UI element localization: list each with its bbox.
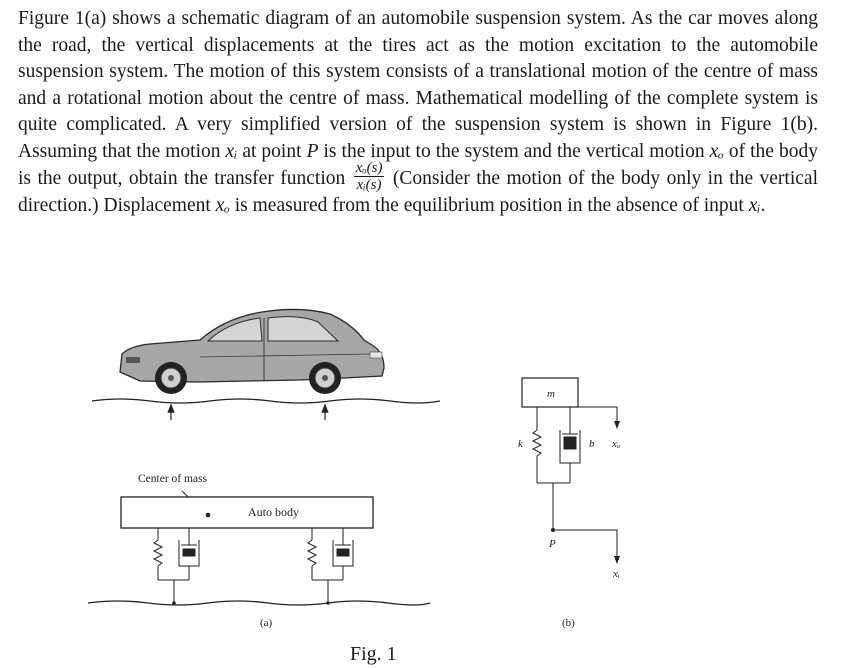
text-segment: Figure 1(a) shows a schematic diagram of… [18, 8, 818, 162]
output-label: xₒ [611, 438, 620, 450]
damper-b [559, 407, 581, 483]
input-symbol: xᵢ [748, 194, 761, 216]
mass-block [521, 377, 579, 408]
damper-label: b [589, 438, 595, 450]
text-segment: is the input to the system and the verti… [318, 140, 710, 162]
right-suspension-unit [306, 528, 354, 602]
text-segment: at point [237, 140, 307, 162]
output-symbol: xₒ [215, 194, 230, 216]
spring-k [531, 407, 543, 483]
auto-body-label: Auto body [248, 505, 299, 519]
output-reference-line [578, 406, 620, 429]
center-of-mass-dot [205, 512, 211, 518]
auto-body-block [120, 496, 374, 529]
tire-contact-point-left [172, 601, 176, 605]
text-segment: (Consider the motion of the body only in… [18, 167, 818, 216]
figure-a-caption: (a) [260, 617, 273, 629]
point-symbol: P [306, 140, 319, 162]
input-reference-line [553, 529, 620, 564]
text-segment: of the body is the output, obtain the tr… [18, 140, 818, 189]
transfer-function-fraction: xₒ(s)xᵢ(s) [353, 159, 385, 193]
figure-b-caption: (b) [562, 617, 575, 629]
front-wheel [155, 362, 187, 394]
left-suspension-unit [152, 528, 200, 602]
text-segment: . [760, 194, 766, 216]
input-symbol: xᵢ [225, 140, 238, 162]
car-illustration [119, 308, 385, 394]
figure-caption: Fig. 1 [350, 643, 397, 665]
fraction-numerator: xₒ(s) [353, 159, 385, 177]
road-line-top [91, 398, 441, 404]
problem-paragraph: Figure 1(a) shows a schematic diagram of… [18, 6, 818, 219]
center-of-mass-label: Center of mass [138, 473, 208, 485]
rear-wheel [309, 362, 341, 394]
tire-contact-point-right [326, 601, 330, 605]
mass-label: m [547, 388, 555, 400]
text-segment: is measured from the equilibrium positio… [229, 194, 749, 216]
fraction-denominator: xᵢ(s) [356, 176, 382, 193]
output-symbol: xₒ [709, 140, 724, 162]
problem-statement: Figure 1(a) shows a schematic diagram of… [18, 6, 818, 219]
road-line-bottom [87, 600, 431, 606]
point-label: P [548, 538, 556, 550]
spring-label: k [518, 438, 524, 450]
input-label: xᵢ [612, 568, 620, 580]
